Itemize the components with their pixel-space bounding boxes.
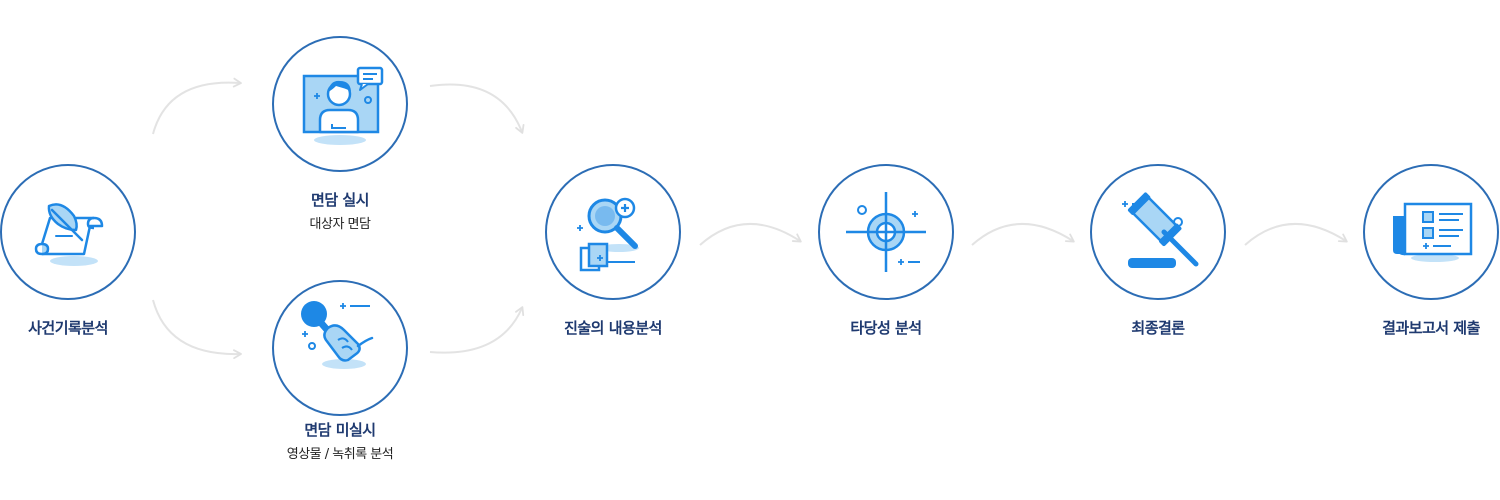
report-document-icon (1393, 202, 1473, 262)
step-report-label: 결과보고서 제출 (1311, 318, 1500, 338)
arrow-interview-to-analysis (429, 83, 525, 134)
step-validity-circle (818, 164, 954, 300)
step-record-analysis-label: 사건기록분석 (0, 318, 188, 338)
arrow-record-to-interview (152, 77, 242, 135)
step-title: 최종결론 (1131, 319, 1185, 337)
step-conclusion-label: 최종결론 (1038, 318, 1278, 338)
step-title: 면담 미실시 (304, 421, 376, 439)
arrow-analysis-to-validity (699, 222, 802, 246)
arrow-conclusion-to-report (1244, 222, 1348, 246)
step-content-analysis-label: 진술의 내용분석 (493, 318, 733, 338)
step-conclusion-circle (1090, 164, 1226, 300)
arrow-validity-to-conclusion (971, 222, 1075, 246)
interview-person-icon (302, 66, 384, 145)
step-no-interview-label: 면담 미실시 영상물 / 녹취록 분석 (220, 420, 460, 464)
step-no-interview-circle (272, 280, 408, 416)
microphone-hand-icon (301, 301, 374, 369)
target-crosshair-icon (846, 192, 926, 272)
step-title: 타당성 분석 (850, 319, 922, 337)
step-validity-label: 타당성 분석 (766, 318, 1006, 338)
step-content-analysis-circle (545, 164, 681, 300)
step-interview-circle (272, 36, 408, 172)
step-report-circle (1363, 164, 1499, 300)
magnifier-documents-icon (577, 197, 639, 272)
step-interview-label: 면담 실시 대상자 면담 (220, 190, 460, 234)
step-title: 사건기록분석 (28, 319, 108, 337)
gavel-icon (1122, 192, 1199, 268)
step-title: 진술의 내용분석 (564, 319, 662, 337)
step-subtitle: 대상자 면담 (309, 217, 371, 232)
step-subtitle: 영상물 / 녹취록 분석 (286, 447, 394, 462)
quill-scroll-icon (34, 203, 104, 266)
step-title: 결과보고서 제출 (1382, 319, 1480, 337)
step-record-analysis-circle (0, 164, 136, 300)
step-title: 면담 실시 (311, 191, 369, 209)
